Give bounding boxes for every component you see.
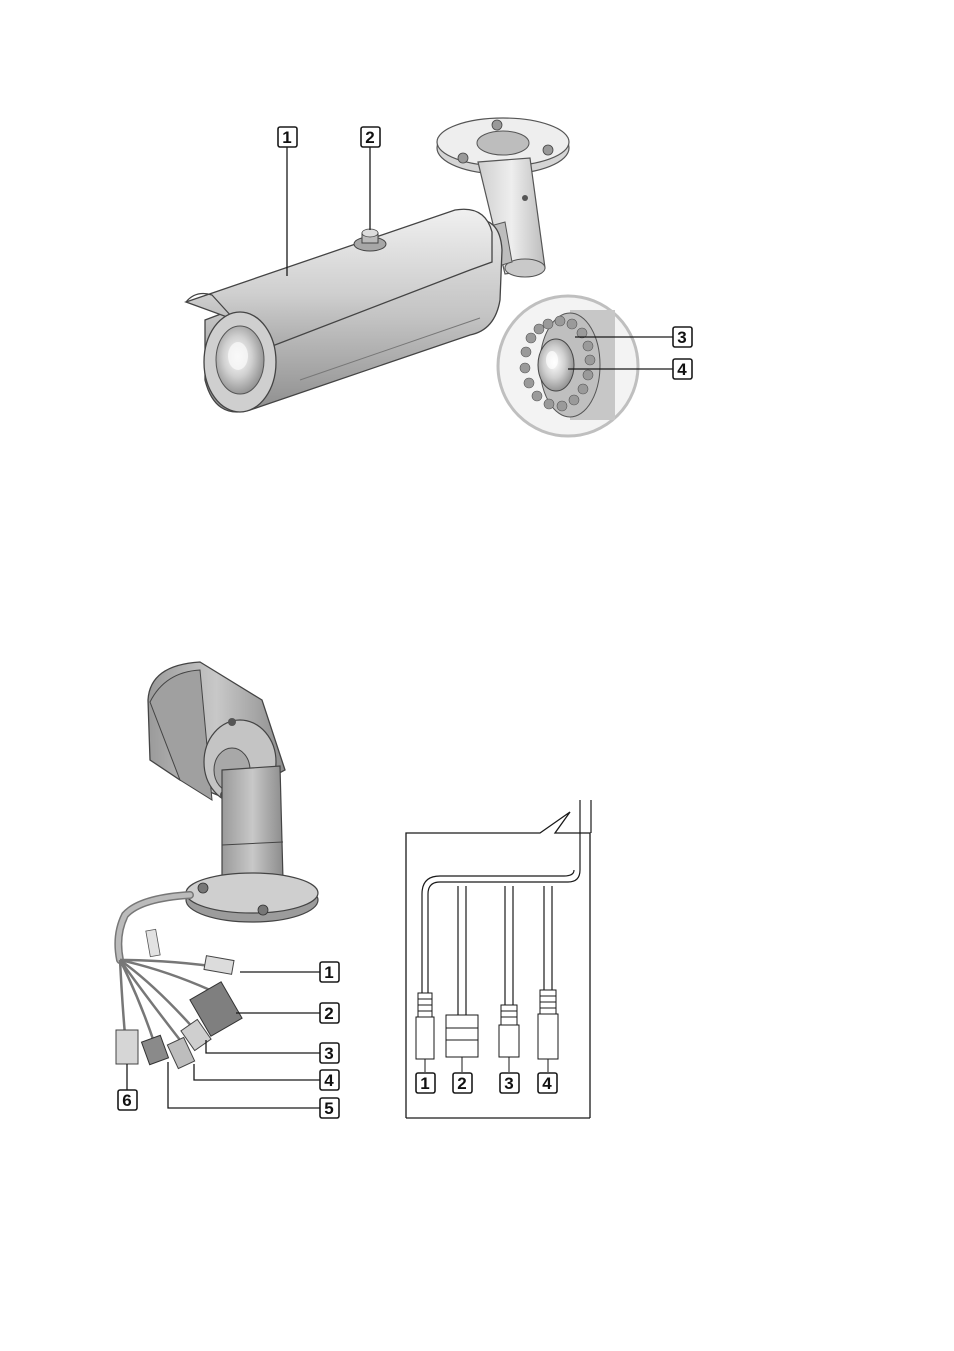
svg-text:2: 2 xyxy=(365,128,374,147)
svg-text:5: 5 xyxy=(324,1099,333,1118)
callout-3-schematic: 3 xyxy=(500,1073,519,1093)
svg-text:4: 4 xyxy=(542,1074,552,1093)
callout-2-top: 2 xyxy=(361,127,380,230)
callout-6-cable: 6 xyxy=(118,1064,137,1110)
callout-2-schematic: 2 xyxy=(453,1073,472,1093)
ir-led-zoom-detail xyxy=(498,296,638,436)
svg-text:4: 4 xyxy=(677,360,687,379)
cable-schematic xyxy=(406,800,591,1118)
svg-text:2: 2 xyxy=(324,1004,333,1023)
svg-text:3: 3 xyxy=(504,1074,513,1093)
svg-text:1: 1 xyxy=(420,1074,429,1093)
svg-text:2: 2 xyxy=(457,1074,466,1093)
callout-1-top: 1 xyxy=(278,127,297,276)
svg-text:1: 1 xyxy=(324,963,333,982)
svg-text:1: 1 xyxy=(282,128,291,147)
callout-3-cable: 3 xyxy=(206,1040,339,1063)
callout-1-schematic: 1 xyxy=(416,1073,435,1093)
callout-4-schematic: 4 xyxy=(538,1073,557,1093)
svg-text:3: 3 xyxy=(324,1044,333,1063)
camera-body xyxy=(186,209,502,412)
callout-4-cable: 4 xyxy=(194,1064,339,1090)
svg-text:4: 4 xyxy=(324,1071,334,1090)
svg-text:3: 3 xyxy=(677,328,686,347)
camera-rear-view xyxy=(116,662,318,1069)
svg-text:6: 6 xyxy=(122,1091,131,1110)
callout-1-cable: 1 xyxy=(240,962,339,982)
callout-2-cable: 2 xyxy=(236,1003,339,1023)
